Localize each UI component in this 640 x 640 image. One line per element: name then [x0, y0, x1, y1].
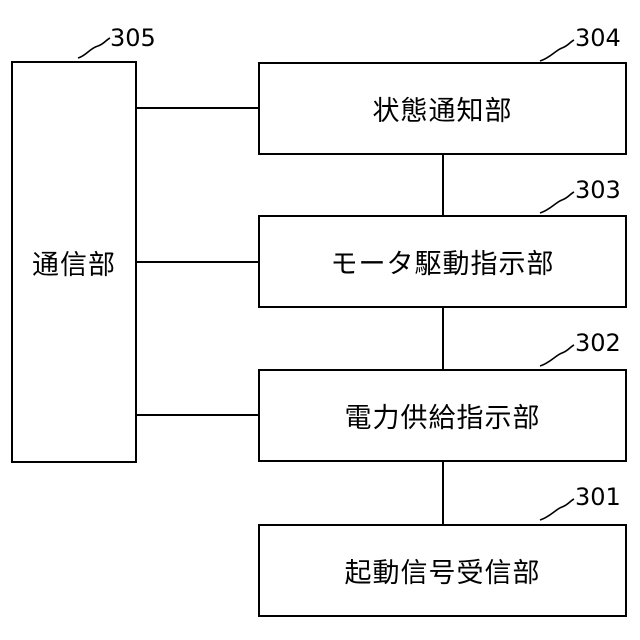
leader-303	[540, 192, 574, 213]
communication-label: 通信部	[32, 243, 116, 282]
status-notification-block: 状態通知部	[258, 62, 627, 155]
communication-block: 通信部	[11, 61, 137, 463]
leader-301	[540, 499, 574, 520]
status-notification-label: 状態通知部	[373, 89, 513, 128]
ref-302: 302	[575, 329, 621, 357]
motor-drive-instruction-block: モータ駆動指示部	[258, 215, 627, 308]
leader-305	[78, 38, 110, 58]
ref-301: 301	[575, 483, 621, 511]
ref-304: 304	[575, 24, 621, 52]
activation-signal-receiver-block: 起動信号受信部	[258, 524, 627, 617]
motor-drive-instruction-label: モータ駆動指示部	[331, 242, 555, 281]
activation-signal-receiver-label: 起動信号受信部	[345, 551, 541, 590]
ref-305: 305	[110, 24, 156, 52]
leader-304	[540, 40, 574, 61]
leader-302	[540, 345, 574, 366]
ref-303: 303	[575, 176, 621, 204]
power-supply-instruction-label: 電力供給指示部	[345, 396, 541, 435]
power-supply-instruction-block: 電力供給指示部	[258, 369, 627, 462]
